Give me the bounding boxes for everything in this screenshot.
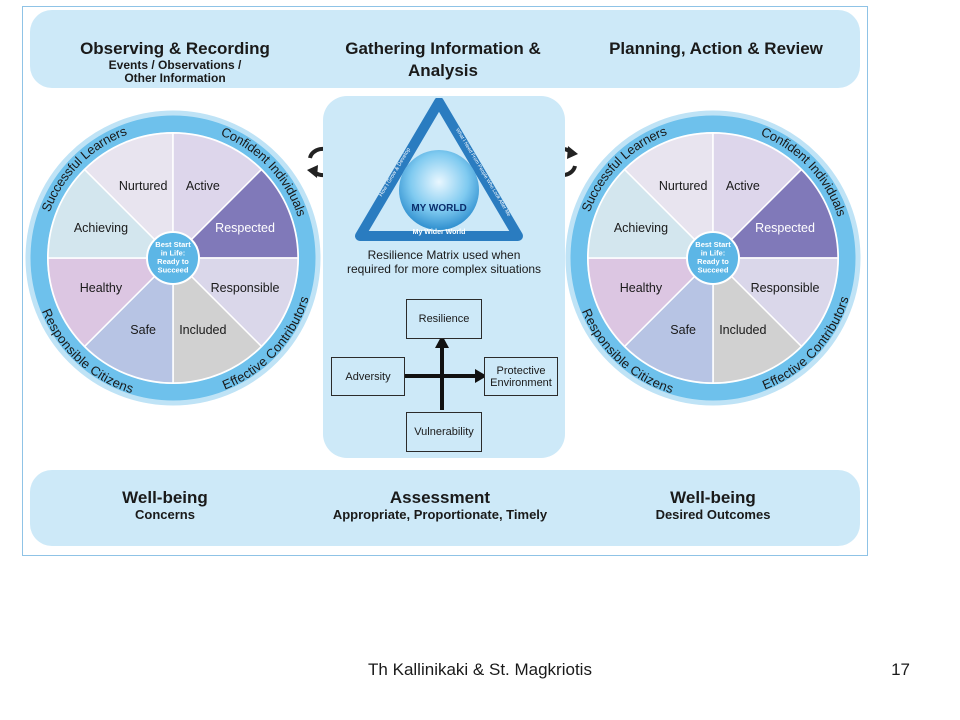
wheel-left-segment-safe bbox=[83, 256, 174, 384]
wheel-right-label-healthy: Healthy bbox=[620, 281, 663, 295]
bottom-left-sub: Concerns bbox=[135, 507, 195, 522]
wheel-left: Nurtured ActiveRespectedResponsibleInclud… bbox=[25, 110, 321, 406]
wheel-right-segment-responsible bbox=[711, 257, 839, 348]
wheel-left-segment-achieving bbox=[47, 168, 175, 259]
wheel-left-hub-text: Ready to bbox=[157, 257, 189, 266]
matrix-caption-1: Resilience Matrix used when bbox=[367, 248, 521, 262]
wheel-right-label-respected: Respected bbox=[755, 221, 815, 235]
bottom-right-sub: Desired Outcomes bbox=[655, 507, 771, 522]
wheel-left-label-safe: Safe bbox=[130, 323, 156, 337]
wheel-right-segment-respected bbox=[711, 168, 839, 259]
bottom-center-title: Assessment bbox=[389, 488, 491, 507]
wheel-left-hub-text: Succeed bbox=[158, 266, 189, 275]
header-left-sub2: Other Information bbox=[124, 71, 226, 85]
wheel-right-label-achieving: Achieving bbox=[614, 221, 668, 235]
wheel-left-label-active: Active bbox=[186, 179, 220, 193]
resilience-matrix-axes bbox=[403, 335, 487, 410]
wheel-left-segment-included bbox=[172, 256, 263, 384]
wheel-right-label-included: Included bbox=[719, 323, 766, 337]
wheel-left-hub bbox=[146, 231, 200, 285]
wheel-left-segment-respected bbox=[171, 168, 299, 259]
bottom-center-sub: Appropriate, Proportionate, Timely bbox=[332, 507, 548, 522]
wheel-left-segment-healthy bbox=[47, 257, 175, 348]
wheel-right-hub bbox=[686, 231, 740, 285]
my-world-bottom: My Wider World bbox=[413, 229, 466, 236]
header-right-title: Planning, Action & Review bbox=[609, 39, 823, 58]
wheel-right-hub-text: Best Start bbox=[695, 240, 731, 249]
wheel-right-segment-nurtured bbox=[623, 132, 714, 260]
wheel-right-label-responsible: Responsible bbox=[751, 281, 820, 295]
header-center-title2: Analysis bbox=[408, 61, 478, 80]
wheel-right-label-active: Active bbox=[726, 179, 760, 193]
matrix-protective-environment: Protective Environment bbox=[484, 357, 558, 396]
wheel-right-segment-healthy bbox=[587, 257, 715, 348]
slide-page-number: 17 bbox=[891, 660, 910, 679]
wheel-right-label-safe: Safe bbox=[670, 323, 696, 337]
wheel-left-label-responsible: Responsible bbox=[211, 281, 280, 295]
wheel-left-label-nurtured: Nurtured bbox=[119, 179, 168, 193]
wheel-left-label-achieving: Achieving bbox=[74, 221, 128, 235]
wheel-right-label-nurtured: Nurtured bbox=[659, 179, 708, 193]
wheel-right: Nurtured ActiveRespectedResponsibleInclud… bbox=[565, 110, 861, 406]
wheel-right-hub-text: Succeed bbox=[698, 266, 729, 275]
wheel-left-segment-nurtured bbox=[83, 132, 174, 260]
my-world-triangle: MY WORLD My Wider World How I Grow & Dev… bbox=[355, 98, 523, 241]
wheel-right-segment-included bbox=[712, 256, 803, 384]
wheel-right-segment-safe bbox=[623, 256, 714, 384]
wheel-left-segment-active bbox=[172, 132, 263, 260]
wheel-right-hub-text: Ready to bbox=[697, 257, 729, 266]
arrow-right-icon bbox=[475, 369, 487, 383]
matrix-resilience: Resilience bbox=[406, 299, 482, 339]
header-center-title1: Gathering Information & bbox=[345, 39, 541, 58]
matrix-environment-label: Environment bbox=[490, 376, 552, 389]
header-left-sub1: Events / Observations / bbox=[108, 58, 242, 72]
matrix-adversity: Adversity bbox=[331, 357, 405, 396]
footer-band bbox=[30, 470, 860, 546]
wheel-left-hub-text: in Life: bbox=[161, 249, 186, 258]
wheel-left-hub-text: Best Start bbox=[155, 240, 191, 249]
header-band bbox=[30, 10, 860, 88]
wheel-left-label-respected: Respected bbox=[215, 221, 275, 235]
wheel-right-hub-text: in Life: bbox=[701, 249, 726, 258]
bottom-right-title: Well-being bbox=[670, 488, 756, 507]
slide-footer-authors: Th Kallinikaki & St. Magkriotis bbox=[368, 660, 592, 679]
matrix-vulnerability: Vulnerability bbox=[406, 412, 482, 452]
wheel-left-label-healthy: Healthy bbox=[80, 281, 123, 295]
globe-icon bbox=[399, 150, 479, 230]
header-left-title: Observing & Recording bbox=[80, 39, 270, 58]
matrix-protective-label: Protective bbox=[496, 364, 546, 377]
wheel-left-segment-responsible bbox=[171, 257, 299, 348]
arrow-up-icon bbox=[435, 335, 449, 348]
my-world-title: MY WORLD bbox=[411, 203, 466, 214]
bottom-left-title: Well-being bbox=[122, 488, 208, 507]
matrix-caption-2: required for more complex situations bbox=[346, 262, 542, 276]
wheel-left-label-included: Included bbox=[179, 323, 226, 337]
wheel-right-segment-achieving bbox=[587, 168, 715, 259]
wheel-right-segment-active bbox=[712, 132, 803, 260]
